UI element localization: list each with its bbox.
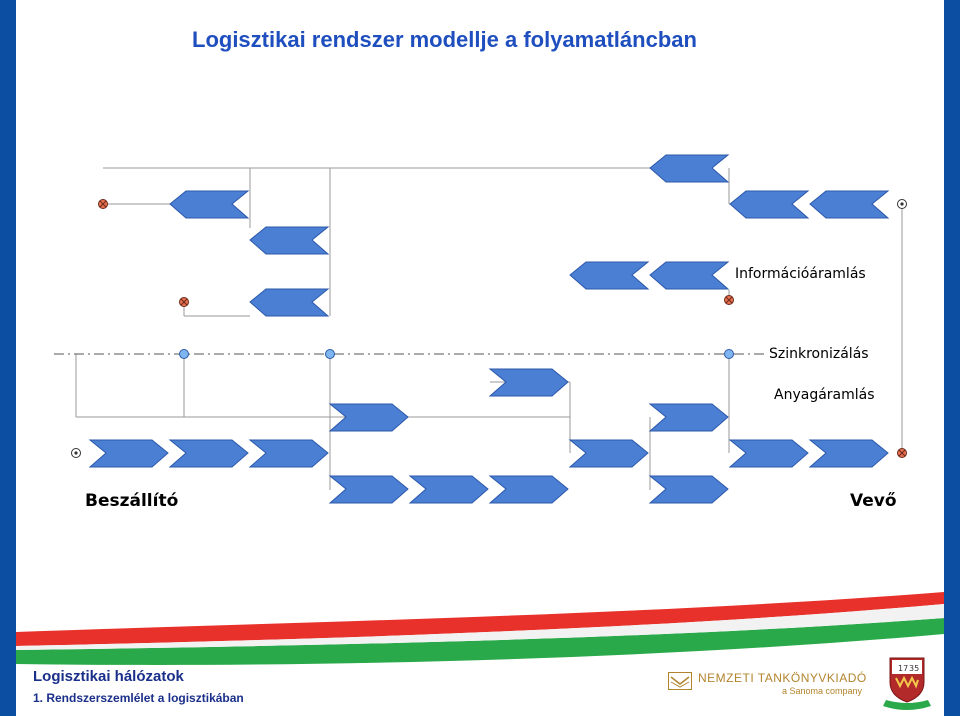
sync-node (179, 349, 189, 359)
left-frame-bar (0, 0, 16, 716)
publisher-subtitle: a Sanoma company (782, 686, 863, 696)
info-arrow (649, 154, 729, 183)
material-arrow (169, 439, 249, 468)
synchronization-label: Szinkronizálás (769, 346, 869, 362)
university-crest-icon: 17 35 (883, 657, 931, 710)
right-frame-bar (944, 0, 960, 716)
footer-stripes (16, 592, 944, 665)
customer-label: Vevő (850, 491, 897, 511)
start-marker-icon (71, 448, 81, 458)
end-marker-icon (724, 295, 734, 305)
footer-course-title: Logisztikai hálózatok (33, 668, 184, 685)
info-arrow (249, 226, 329, 255)
end-marker-icon (98, 199, 108, 209)
start-markers (71, 199, 907, 458)
material-arrow (649, 475, 729, 504)
info-arrow (809, 190, 889, 219)
material-arrow (249, 439, 329, 468)
supplier-label: Beszállító (85, 491, 179, 511)
publisher-name: NEMZETI TANKÖNYVKIADÓ (698, 671, 867, 685)
footer-chapter-title: 1. Rendszerszemlélet a logisztikában (33, 691, 244, 705)
material-arrow (89, 439, 169, 468)
end-marker-icon (897, 448, 907, 458)
sync-node (724, 349, 734, 359)
material-arrow (409, 475, 489, 504)
svg-text:17: 17 (898, 664, 908, 673)
information-flow-arrows (169, 154, 889, 317)
info-arrow (729, 190, 809, 219)
slide-title: Logisztikai rendszer modellje a folyamat… (192, 27, 697, 52)
info-arrow (249, 288, 329, 317)
info-arrow (649, 261, 729, 290)
end-marker-icon (179, 297, 189, 307)
publisher-logo: NEMZETI TANKÖNYVKIADÓ a Sanoma company (668, 668, 868, 704)
material-arrow (809, 439, 889, 468)
start-marker-icon (897, 199, 907, 209)
svg-text:35: 35 (909, 664, 919, 673)
material-arrow (649, 403, 729, 432)
sync-node (325, 349, 335, 359)
publisher-book-icon (668, 672, 692, 690)
material-arrow (489, 475, 569, 504)
information-flow-label: Információáramlás (735, 266, 866, 282)
info-arrow (169, 190, 249, 219)
material-flow-label: Anyagáramlás (774, 387, 875, 403)
sync-nodes (179, 349, 734, 359)
material-arrow (729, 439, 809, 468)
connector-lines (75, 167, 903, 490)
material-arrow (329, 475, 409, 504)
info-arrow (569, 261, 649, 290)
material-flow-arrows (89, 368, 889, 504)
material-arrow (569, 439, 649, 468)
end-markers (98, 199, 907, 458)
